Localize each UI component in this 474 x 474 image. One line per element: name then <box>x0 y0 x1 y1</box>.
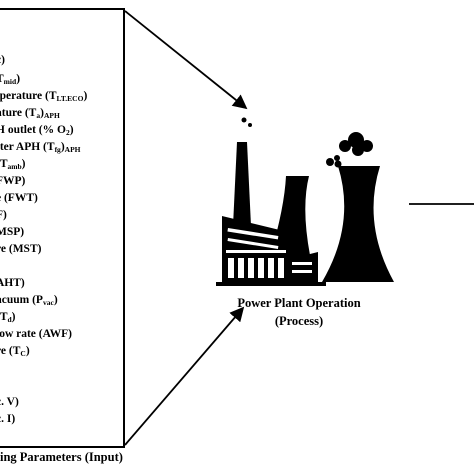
input-parameter-item: low rate (AWF) <box>0 328 72 341</box>
input-parameter-text: H outlet (% O <box>0 124 66 136</box>
input-parameter-item: e (FWT) <box>0 192 38 205</box>
input-parameter-item: ature (Ta)APH <box>0 107 60 122</box>
input-parameter-subscript: amb <box>7 162 22 171</box>
input-parameter-tail: ) <box>16 73 21 85</box>
input-parameter-tail: ) <box>53 294 58 306</box>
plant-building <box>216 216 326 286</box>
input-parameter-text: (T <box>0 158 8 170</box>
input-parameter-text: re (MST) <box>0 243 42 255</box>
input-parameter-item: H outlet (% O2) <box>0 124 74 139</box>
input-parameter-item: re (MST) <box>0 243 41 256</box>
input-parameter-item: (Tamb) <box>0 158 26 173</box>
input-parameter-item: c. V) <box>0 396 19 409</box>
input-parameter-box: c)Tmid)mperature (TLT.ECO)ature (Ta)APHH… <box>0 8 125 448</box>
process-caption: Power Plant Operation (Process) <box>206 294 392 330</box>
input-parameter-text: AHT) <box>0 277 25 289</box>
input-parameter-item: mperature (TLT.ECO) <box>0 90 87 105</box>
process-caption-subtitle: (Process) <box>274 314 324 328</box>
input-parameter-item: AHT) <box>0 277 25 290</box>
input-parameter-item: Tmid) <box>0 73 20 88</box>
smoke-icon <box>241 117 373 168</box>
input-parameter-subscript: fg <box>54 145 61 154</box>
input-parameter-text: T <box>0 73 4 85</box>
input-parameter-tail: ) <box>21 158 26 170</box>
input-parameter-item: re (TC) <box>0 345 30 360</box>
input-parameter-tail: ) <box>60 141 65 153</box>
input-parameter-text: fter APH (T <box>0 141 55 153</box>
input-parameter-text: MSP) <box>0 226 25 238</box>
input-parameter-text: c) <box>0 54 5 66</box>
input-parameter-text: mperature (T <box>0 90 57 102</box>
input-parameter-tail-subscript: APH <box>64 145 81 154</box>
input-parameter-text: low rate (AWF) <box>0 328 73 340</box>
input-parameter-text: c. I) <box>0 413 16 425</box>
input-parameter-tail: ) <box>69 124 74 136</box>
input-parameter-subscript: vac <box>42 298 54 307</box>
input-caption: ing Parameters (Input) <box>0 450 123 464</box>
input-parameter-item: c) <box>0 54 5 67</box>
input-parameter-tail-subscript: APH <box>43 111 60 120</box>
input-parameter-text: FWP) <box>0 175 26 187</box>
input-parameter-tail: ) <box>83 90 88 102</box>
input-parameter-text: c. V) <box>0 396 19 408</box>
chimney-icon <box>233 142 251 226</box>
process-caption-title: Power Plant Operation <box>237 296 361 310</box>
input-parameter-subscript: mid <box>3 77 17 86</box>
input-parameter-item: c. I) <box>0 413 15 426</box>
input-parameter-text: (T <box>0 311 8 323</box>
input-parameter-text: re (T <box>0 345 21 357</box>
input-parameter-item: MSP) <box>0 226 24 239</box>
input-parameter-text: ature (T <box>0 107 37 119</box>
input-parameter-subscript: C <box>20 349 26 358</box>
cooling-tower-icon-large <box>322 166 394 282</box>
input-to-process-arrow-top <box>124 10 248 110</box>
input-parameter-subscript: 2 <box>65 128 70 137</box>
input-parameter-item: F) <box>0 209 7 222</box>
input-parameter-text: e (FWT) <box>0 192 38 204</box>
input-parameter-text: acuum (P <box>0 294 43 306</box>
input-parameter-subscript: LT.ECO <box>56 94 84 103</box>
input-parameter-item: FWP) <box>0 175 25 188</box>
input-parameter-text: F) <box>0 209 7 221</box>
input-parameter-tail: ) <box>25 345 30 357</box>
input-parameter-subscript: a <box>36 111 41 120</box>
input-parameter-item: fter APH (Tfg)APH <box>0 141 81 156</box>
input-to-process-arrow-bottom <box>124 306 245 446</box>
input-parameter-tail: ) <box>40 107 44 119</box>
input-parameter-tail: ) <box>11 311 16 323</box>
input-parameter-subscript: d <box>7 315 12 324</box>
input-parameter-item: (Td) <box>0 311 16 326</box>
input-parameter-item: acuum (Pvac) <box>0 294 58 309</box>
